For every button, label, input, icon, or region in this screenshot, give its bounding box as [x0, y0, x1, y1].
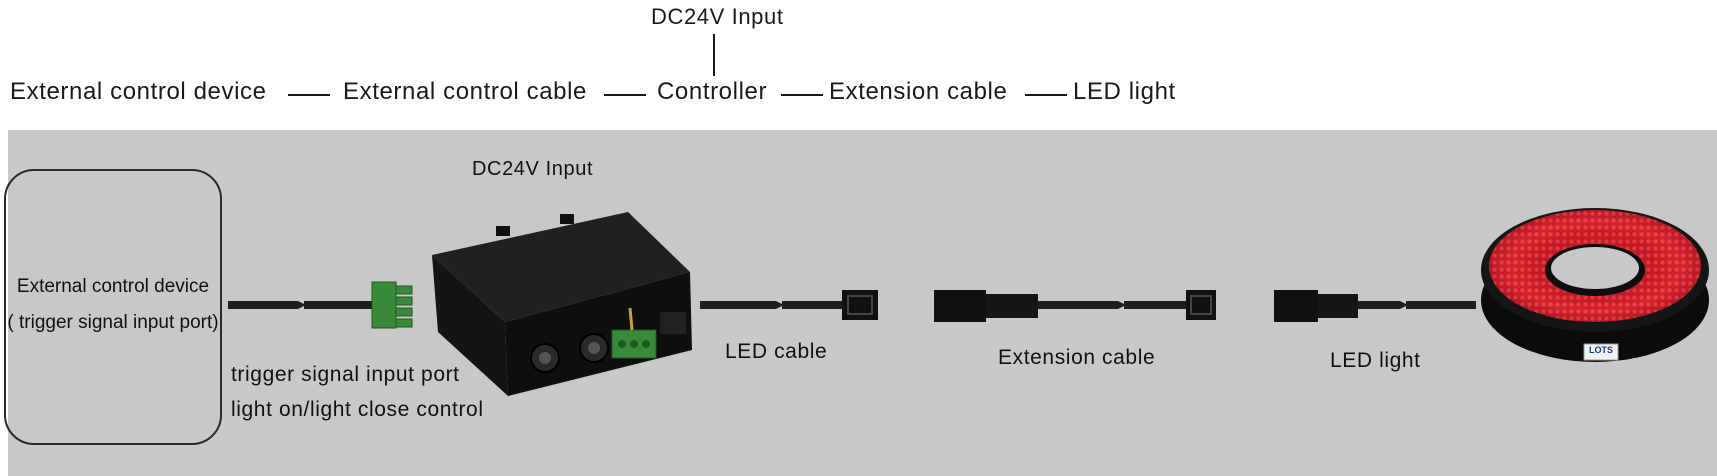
dc-input-label-top: DC24V Input [651, 4, 784, 29]
external-device-port-label: ( trigger signal input port) [7, 312, 219, 333]
led-cable-label: LED cable [725, 340, 828, 363]
controller-dc-input-label: DC24V Input [472, 158, 594, 180]
trigger-port-label: trigger signal input port [231, 363, 460, 386]
external-device-label: External control device [16, 276, 210, 297]
led-cable [700, 290, 878, 320]
flow-external-control-device: External control device [10, 78, 267, 105]
external-control-cable [228, 301, 374, 309]
flow-separator [781, 94, 823, 96]
flow-separator [288, 94, 330, 96]
brand-logo: LOTS [1589, 345, 1613, 355]
flow-extension-cable: Extension cable [829, 78, 1008, 105]
trigger-terminal-plug [371, 281, 413, 329]
dc-input-connector-line [713, 34, 715, 76]
light-control-label: light on/light close control [231, 398, 484, 421]
flow-separator [1025, 94, 1067, 96]
flow-controller: Controller [657, 78, 768, 105]
external-control-device-box [4, 169, 222, 445]
led-light-cable [1274, 290, 1476, 322]
flow-external-control-cable: External control cable [343, 78, 587, 105]
extension-cable [934, 290, 1216, 322]
flow-separator [604, 94, 646, 96]
controller-unit [432, 212, 692, 396]
ring-led-light [1481, 208, 1709, 362]
flow-led-light: LED light [1073, 78, 1176, 105]
extension-cable-label: Extension cable [998, 346, 1156, 369]
led-light-label: LED light [1330, 349, 1421, 372]
